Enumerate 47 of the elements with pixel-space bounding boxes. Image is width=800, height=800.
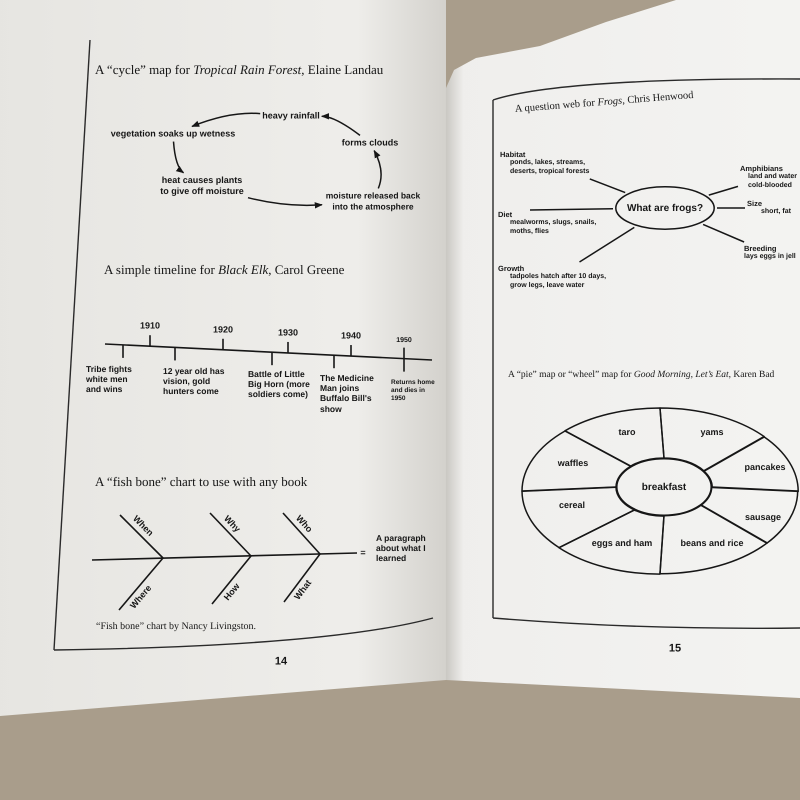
wheel-sector [558,508,665,575]
question-ellipse: What are frogs? [615,186,715,230]
connector-line [708,186,738,196]
section-heading: A simple timeline for Black Elk, Carol Greene [104,262,344,278]
equals-sign: = [360,548,366,558]
page-number: 15 [668,642,682,656]
curved-arrow [248,196,323,208]
connector-line [590,178,626,194]
curved-arrow [172,142,184,174]
result-text: A paragraph about what I learned [376,533,427,564]
food-label: pancakes [744,462,786,472]
food-label: eggs and ham [592,538,652,548]
year-label: 1940 [340,330,362,342]
wheel-sector [702,436,799,492]
curved-arrow [321,113,360,136]
center-ellipse: breakfast [616,458,712,516]
food-label: cereal [558,500,586,510]
year-label: 1930 [278,328,298,338]
page-number: 14 [274,655,288,669]
year-label: 1920 [212,324,234,336]
section-heading: A “fish bone” chart to use with any book [95,474,308,490]
year-label: 1910 [140,320,160,332]
curved-arrow [191,112,260,128]
food-label: waffles [558,458,588,468]
connector-line [530,208,614,211]
event-label: Battle of Little Big Horn (more soldiers come) [248,369,311,400]
wheel-sector [521,486,636,549]
curved-arrow [374,150,382,189]
event-label: The Medicine Man joins Buffalo Bill's show [320,373,375,414]
cycle-step: heat causes plants to give off moisture [158,174,246,198]
food-label: beans and rice [680,538,744,548]
section-heading: A “cycle” map for Tropical Rain Forest, Elaine Landau [95,62,384,78]
event-label: Tribe fights white men and wins [86,364,133,395]
cycle-step: vegetation soaks up wetness [110,128,236,140]
cycle-step: forms clouds [342,137,398,149]
connector-line [579,226,635,263]
cycle-step: heavy rainfall [262,110,320,122]
section-heading: A “pie” map or “wheel” map for Good Morning, Let’s Eat, Karen Bad [508,370,774,382]
cycle-step: moisture released back into the atmosphere [324,190,422,212]
food-label: taro [618,427,636,437]
section-heading: A question web for Frogs, Chris Henwood [514,90,694,117]
connector-line [702,224,744,243]
food-label: yams [700,427,724,437]
credit-caption: “Fish bone” chart by Nancy Livingston. [96,621,256,633]
connector-line [717,207,745,209]
food-label: sausage [744,512,781,522]
event-label: 12 year old has vision, gold hunters come [163,366,226,397]
